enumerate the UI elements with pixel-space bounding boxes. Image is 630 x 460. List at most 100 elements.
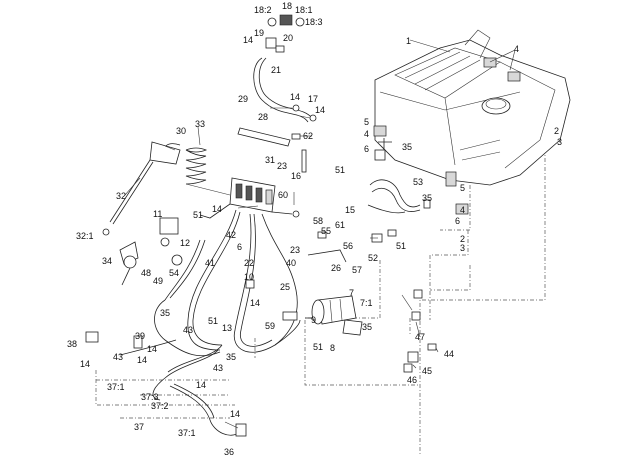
callout-5: 5	[364, 117, 369, 127]
callout-14: 14	[196, 380, 206, 390]
callout-31: 31	[265, 155, 275, 165]
callout-47: 47	[415, 332, 425, 342]
callout-18-2: 18:2	[254, 5, 272, 15]
callout-58: 58	[313, 216, 323, 226]
callout-33: 33	[195, 119, 205, 129]
valve-manifold	[199, 149, 307, 219]
callout-29: 29	[238, 94, 248, 104]
callout-9: 9	[311, 315, 316, 325]
callout-46: 46	[407, 375, 417, 385]
callout-23: 23	[290, 245, 300, 255]
callout-51: 51	[193, 210, 203, 220]
callout-7: 7	[349, 288, 354, 298]
tank-assembly	[373, 29, 571, 215]
callout-32: 32	[116, 191, 126, 201]
callout-32-1: 32:1	[76, 231, 94, 241]
callout-53: 53	[413, 177, 423, 187]
callout-37-3: 37:3	[141, 392, 159, 402]
callout-20: 20	[283, 33, 293, 43]
callout-19: 19	[254, 28, 264, 38]
callout-21: 21	[271, 65, 281, 75]
callout-52: 52	[368, 253, 378, 263]
callout-28: 28	[258, 112, 268, 122]
callout-61: 61	[335, 220, 345, 230]
callout-14: 14	[250, 298, 260, 308]
callout-18: 18	[282, 1, 292, 11]
callout-43: 43	[113, 352, 123, 362]
hose-routing	[119, 209, 301, 436]
callout-56: 56	[343, 241, 353, 251]
leader-lines	[124, 39, 516, 429]
callout-4: 4	[514, 44, 519, 54]
callout-11: 11	[153, 209, 162, 219]
callout-4: 4	[460, 205, 465, 215]
callout-54: 54	[169, 268, 179, 278]
callout-labels: 18 18:2 18:1 18:3 19 14 20 21 1 4 29 14 …	[67, 1, 562, 457]
callout-1: 1	[406, 36, 411, 46]
callout-7-1: 7:1	[360, 298, 373, 308]
suction-hose-and-fittings	[367, 179, 437, 373]
callout-14: 14	[230, 409, 240, 419]
callout-44: 44	[444, 349, 454, 359]
callout-23: 23	[277, 161, 287, 171]
callout-43: 43	[213, 363, 223, 373]
callout-37: 37	[134, 422, 144, 432]
callout-5: 5	[460, 183, 465, 193]
callout-26: 26	[331, 263, 341, 273]
callout-6: 6	[455, 216, 460, 226]
callout-35: 35	[402, 142, 412, 152]
callout-38: 38	[67, 339, 77, 349]
callout-39: 39	[135, 331, 145, 341]
callout-18-1: 18:1	[295, 5, 313, 15]
callout-25: 25	[280, 282, 290, 292]
callout-36: 36	[224, 447, 234, 457]
callout-59: 59	[265, 321, 275, 331]
callout-17: 17	[308, 94, 318, 104]
callout-14: 14	[243, 35, 253, 45]
callout-60: 60	[278, 190, 288, 200]
callout-51: 51	[313, 342, 323, 352]
callout-51: 51	[396, 241, 406, 251]
callout-40: 40	[286, 258, 296, 268]
callout-41: 41	[205, 258, 215, 268]
callout-13: 13	[222, 323, 232, 333]
callout-14: 14	[315, 105, 325, 115]
callout-35: 35	[160, 308, 170, 318]
callout-37-2: 37:2	[151, 401, 169, 411]
callout-55: 55	[321, 226, 331, 236]
callout-14: 14	[212, 204, 222, 214]
callout-3: 3	[460, 243, 465, 253]
callout-15: 15	[345, 205, 355, 215]
callout-30: 30	[176, 126, 186, 136]
callout-51: 51	[335, 165, 345, 175]
left-small-parts	[85, 217, 347, 437]
callout-34: 34	[102, 256, 112, 266]
callout-14: 14	[137, 355, 147, 365]
callout-4: 4	[364, 129, 369, 139]
callout-37-1: 37:1	[107, 382, 125, 392]
callout-45: 45	[422, 366, 432, 376]
callout-3: 3	[557, 137, 562, 147]
callout-22: 22	[244, 258, 254, 268]
callout-51: 51	[208, 316, 218, 326]
callout-62: 62	[303, 131, 313, 141]
callout-10: 10	[244, 272, 254, 282]
callout-2: 2	[554, 126, 559, 136]
callout-57: 57	[352, 265, 362, 275]
callout-42: 42	[226, 230, 236, 240]
pump-assembly	[305, 295, 363, 336]
callout-6: 6	[237, 242, 242, 252]
callout-49: 49	[153, 276, 163, 286]
callout-8: 8	[330, 343, 335, 353]
callout-18-3: 18:3	[305, 17, 323, 27]
callout-35: 35	[226, 352, 236, 362]
callout-2: 2	[460, 234, 465, 244]
callout-35: 35	[422, 193, 432, 203]
callout-12: 12	[180, 238, 190, 248]
callout-43: 43	[183, 325, 193, 335]
callout-14: 14	[290, 92, 300, 102]
upper-valve-and-hose	[253, 14, 317, 123]
callout-16: 16	[291, 171, 301, 181]
